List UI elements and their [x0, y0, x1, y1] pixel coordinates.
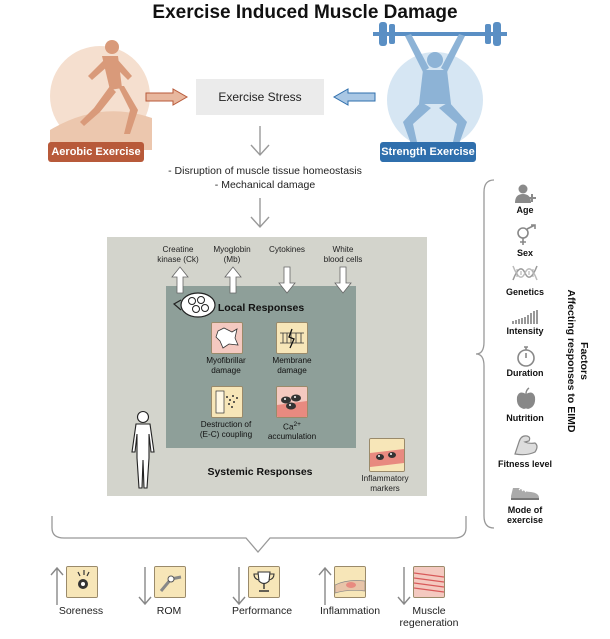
- marker-white-blood-cells: White blood cells: [323, 245, 363, 264]
- outcome-rom: ROM: [156, 605, 182, 617]
- factor-intensity: Intensity: [506, 326, 544, 336]
- joint-icon: [154, 566, 186, 598]
- factors-title-line-1: Factors: [578, 342, 590, 380]
- trophy-icon: [248, 566, 280, 598]
- arrow-down-icon: [278, 266, 296, 294]
- apple-icon: [516, 387, 536, 409]
- stopwatch-icon: [517, 346, 535, 367]
- membrane-icon: [276, 322, 308, 354]
- local-responses-title: Local Responses: [217, 302, 305, 314]
- outcome-inflammation: Inflammation: [319, 605, 381, 617]
- membrane-damage-label: Membrane damage: [272, 356, 312, 375]
- muscle-fibre-icon: [413, 566, 445, 598]
- factor-fitness-level: Fitness level: [497, 459, 553, 469]
- diagram-title: Exercise Induced Muscle Damage: [152, 2, 458, 23]
- soreness-icon: [66, 566, 98, 598]
- down-arrow-icon: [250, 126, 270, 157]
- down-arrow-icon: [250, 198, 270, 229]
- myofibril-icon: [211, 322, 243, 354]
- muscle-bundle-icon: [172, 292, 216, 318]
- calcium-accumulation-label: Ca2+ accumulation: [260, 420, 324, 442]
- person-plus-icon: [515, 184, 536, 203]
- outcome-soreness: Soreness: [58, 605, 104, 617]
- factor-nutrition: Nutrition: [506, 413, 544, 423]
- arrow-down-icon: [334, 266, 352, 294]
- coupling-icon: [211, 386, 243, 418]
- disruption-line-2: - Mechanical damage: [214, 179, 316, 191]
- calcium-icon: [276, 386, 308, 418]
- accumulation-text: accumulation: [267, 432, 317, 442]
- factors-title-line-2: Affecting responses to EIMD: [565, 289, 577, 433]
- factor-mode-of-exercise: Mode of exercise: [506, 505, 544, 525]
- arrow-up-icon: [224, 266, 242, 294]
- arrow-up-icon: [318, 566, 332, 605]
- disruption-text: - Disruption of muscle tissue homeostasi…: [150, 164, 380, 192]
- inflamed-arm-icon: [334, 566, 366, 598]
- gender-icon: [517, 224, 536, 245]
- human-body-icon: [131, 410, 155, 489]
- marker-myoglobin: Myoglobin (Mb): [213, 245, 251, 264]
- factor-genetics: Genetics: [505, 287, 545, 297]
- arrow-down-icon: [138, 567, 152, 606]
- outcome-performance: Performance: [231, 605, 293, 617]
- arm-icon: [514, 435, 538, 456]
- outcome-muscle-regeneration: Muscle regeneration: [399, 605, 459, 629]
- inflammatory-markers-label: Inflammatory markers: [361, 474, 409, 493]
- factor-age: Age: [516, 205, 534, 215]
- dna-icon: [512, 265, 538, 281]
- arrow-down-icon: [232, 567, 246, 606]
- calcium-charge: 2+: [293, 421, 301, 428]
- systemic-responses-title: Systemic Responses: [207, 466, 313, 478]
- factor-duration: Duration: [506, 368, 544, 378]
- arrow-down-icon: [397, 567, 411, 606]
- myofibrillar-damage-label: Myofibrillar damage: [206, 356, 246, 375]
- marker-cytokines: Cytokines: [269, 245, 305, 254]
- shoe-icon: [511, 486, 539, 500]
- outcomes-brace: [51, 516, 467, 553]
- inflammatory-markers-icon: [369, 438, 405, 472]
- strength-exercise-badge: Strength Exercise: [380, 142, 476, 162]
- calcium-symbol: Ca: [283, 422, 294, 432]
- aerobic-arrow-icon: [145, 88, 189, 106]
- strength-arrow-icon: [332, 88, 376, 106]
- weightlifter-icon: [373, 22, 507, 148]
- aerobic-exercise-badge: Aerobic Exercise: [48, 142, 144, 162]
- runner-icon: [50, 40, 152, 150]
- factors-brace: [475, 179, 495, 529]
- disruption-line-1: - Disruption of muscle tissue homeostasi…: [168, 165, 362, 177]
- factors-title: Factors Affecting responses to EIMD: [562, 271, 590, 451]
- exercise-stress-box: Exercise Stress: [196, 79, 324, 115]
- ec-coupling-label: Destruction of (E-C) coupling: [199, 420, 253, 439]
- factor-sex: Sex: [516, 248, 533, 258]
- marker-creatine-kinase: Creatine kinase (Ck): [157, 245, 199, 264]
- arrow-up-icon: [50, 566, 64, 605]
- arrow-up-icon: [171, 266, 189, 294]
- bars-icon: [512, 310, 538, 324]
